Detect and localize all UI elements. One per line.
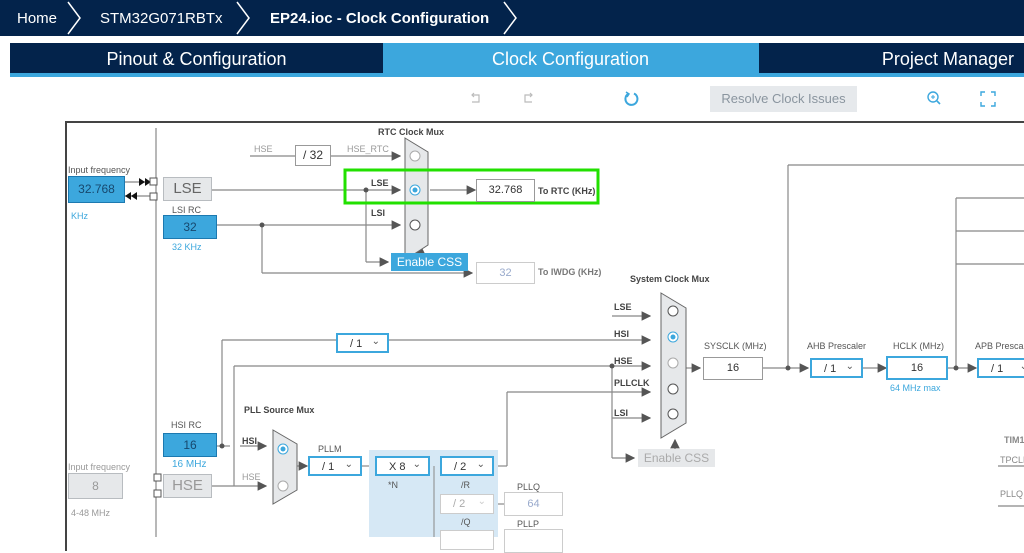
- hse-rtc-divider[interactable]: / 32: [295, 145, 331, 166]
- pllq-divider-label: /Q: [461, 517, 471, 527]
- sysclk-value: 16: [703, 357, 763, 380]
- pllm-select[interactable]: / 1⌄: [308, 456, 362, 476]
- sys-enable-css-button[interactable]: Enable CSS: [638, 449, 715, 467]
- pll-mux-hsi-label: HSI: [242, 436, 258, 446]
- pll-mux-title: PLL Source Mux: [244, 405, 315, 415]
- tab-clock-configuration[interactable]: Clock Configuration: [491, 49, 650, 69]
- pllr-select[interactable]: / 2⌄: [440, 456, 494, 476]
- hclk-label: HCLK (MHz): [893, 341, 944, 351]
- hsi-divider-select[interactable]: / 1⌄: [336, 333, 389, 353]
- rtc-mux-title: RTC Clock Mux: [378, 127, 445, 137]
- apb-prescaler-label: APB Prescaler: [975, 341, 1024, 351]
- rtc-enable-css-button[interactable]: Enable CSS: [391, 253, 468, 271]
- tpclk-label: TPCLK: [1000, 455, 1024, 465]
- redo-icon[interactable]: [520, 90, 536, 106]
- hse-range: 4-48 MHz: [71, 508, 111, 518]
- main-tabs: Pinout & Configuration Clock Configurati…: [10, 43, 1024, 77]
- sys-mux-title: System Clock Mux: [630, 274, 710, 284]
- hse-rtc-label: HSE_RTC: [347, 144, 389, 154]
- rtc-output-label: To RTC (KHz): [538, 186, 596, 196]
- ahb-prescaler-label: AHB Prescaler: [807, 341, 867, 351]
- chevron-right-icon: [67, 1, 81, 35]
- pllq-right-label: PLLQ: [1000, 489, 1024, 499]
- lsi-rc-label: LSI RC: [172, 205, 202, 215]
- hse-input-frequency-field[interactable]: 8: [68, 473, 123, 499]
- rtc-mux-shape: [404, 137, 429, 261]
- hse-block: HSE: [163, 474, 212, 498]
- sys-mux-input-hsi: HSI: [614, 329, 630, 339]
- sys-mux-input-pllclk: PLLCLK: [614, 378, 650, 388]
- lse-input-frequency-field[interactable]: 32.768: [68, 176, 125, 203]
- chevron-right-icon: [503, 1, 517, 35]
- zoom-in-icon[interactable]: [926, 90, 942, 106]
- pllp-output-label: PLLP: [517, 519, 540, 529]
- clock-diagram-canvas: [65, 121, 1024, 551]
- undo-icon[interactable]: [468, 90, 484, 106]
- pllp-select[interactable]: [440, 530, 494, 550]
- iwdg-output-value: 32: [476, 262, 535, 284]
- sys-mux-input-lsi: LSI: [614, 408, 629, 418]
- tim-label: TIM1: [1004, 435, 1024, 445]
- hclk-input[interactable]: 16: [886, 356, 948, 380]
- pllq-select[interactable]: / 2⌄: [440, 494, 494, 514]
- pllr-label: /R: [461, 480, 470, 490]
- tab-project-manager[interactable]: Project Manager: [759, 43, 1024, 73]
- hsi-unit: 16 MHz: [172, 459, 207, 470]
- hsi-rc-label: HSI RC: [171, 420, 202, 430]
- pll-mux-shape: [272, 429, 298, 505]
- lsi-rc-value: 32: [163, 215, 217, 239]
- rtc-lse-label: LSE: [371, 178, 389, 188]
- breadcrumb-home[interactable]: Home: [17, 10, 58, 27]
- hsi-rc-value: 16: [163, 433, 217, 457]
- lsi-unit: 32 KHz: [172, 242, 202, 252]
- resolve-clock-issues-button[interactable]: Resolve Clock Issues: [710, 86, 857, 112]
- lse-input-unit: KHz: [71, 211, 89, 221]
- pllq-output-label: PLLQ: [517, 482, 541, 492]
- rtc-output-value: 32.768: [476, 179, 535, 202]
- breadcrumb-current[interactable]: EP24.ioc - Clock Configuration: [270, 10, 490, 27]
- sysclk-label: SYSCLK (MHz): [704, 341, 767, 351]
- sys-mux-input-lse: LSE: [614, 302, 632, 312]
- rtc-hse-label: HSE: [254, 144, 273, 154]
- chevron-right-icon: [236, 1, 250, 35]
- refresh-icon[interactable]: [623, 90, 641, 108]
- plln-label: *N: [388, 480, 399, 490]
- tab-pinout[interactable]: Pinout & Configuration: [10, 43, 383, 73]
- plln-select[interactable]: X 8⌄: [375, 456, 430, 476]
- lse-block: LSE: [163, 177, 212, 201]
- fit-screen-icon[interactable]: [980, 91, 996, 107]
- apb-prescaler-select[interactable]: / 1⌄: [977, 358, 1024, 378]
- highlight-rtc-lse: [343, 168, 600, 205]
- sys-mux-input-hse: HSE: [614, 356, 633, 366]
- pllm-label: PLLM: [318, 444, 342, 454]
- pllp-output-value: [504, 529, 563, 553]
- sys-mux-shape: [660, 292, 687, 439]
- hse-input-frequency-label: Input frequency: [68, 462, 131, 472]
- lse-input-frequency-label: Input frequency: [68, 165, 131, 175]
- pll-mux-hse-label: HSE: [242, 472, 261, 482]
- breadcrumb-device[interactable]: STM32G071RBTx: [100, 10, 223, 27]
- hclk-max: 64 MHz max: [890, 383, 941, 393]
- rtc-lsi-label: LSI: [371, 208, 386, 218]
- iwdg-output-label: To IWDG (KHz): [538, 267, 602, 277]
- ahb-prescaler-select[interactable]: / 1⌄: [810, 358, 863, 378]
- pllq-output-value: 64: [504, 492, 563, 516]
- breadcrumb: Home STM32G071RBTx EP24.ioc - Clock Conf…: [0, 0, 1024, 36]
